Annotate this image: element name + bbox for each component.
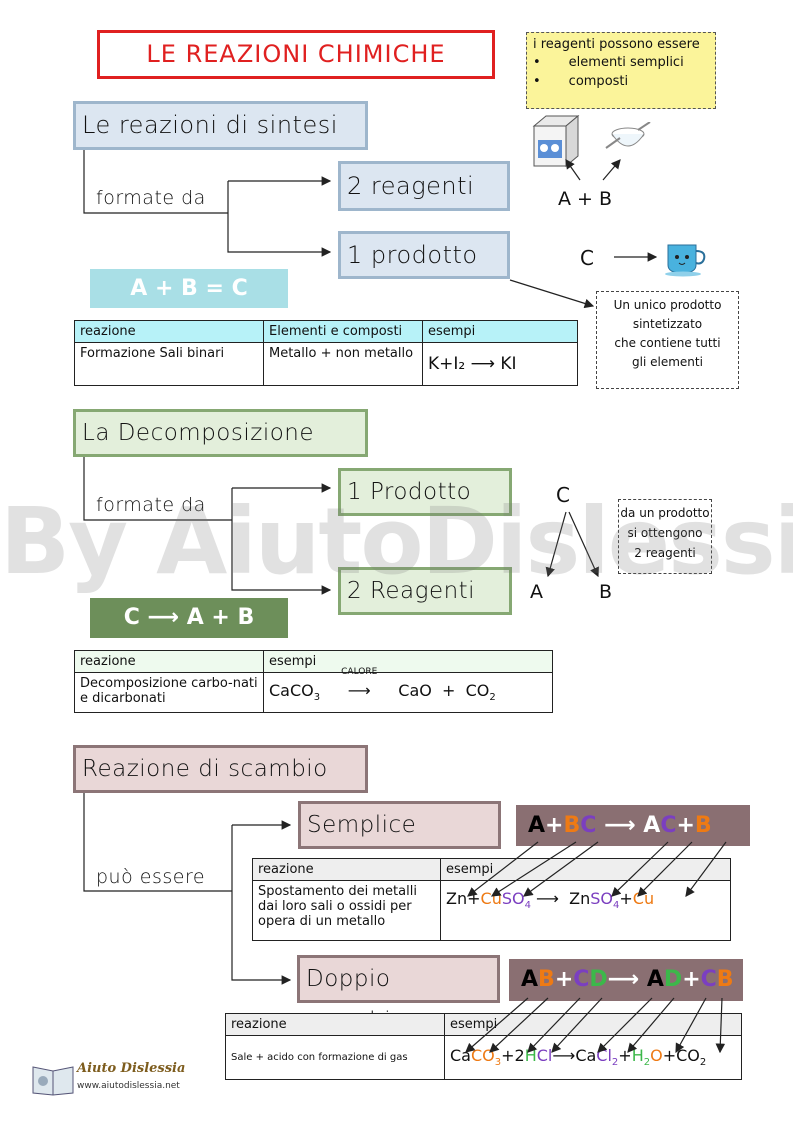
decomposition-formed-by: formate da — [96, 494, 206, 516]
decomposition-reagents: 2 Reagenti — [347, 578, 476, 604]
synthesis-reagents-box: 2 reagenti — [338, 161, 510, 211]
table-cell: Formazione Sali binari — [74, 342, 264, 386]
decomposition-product-box: 1 Prodotto — [338, 468, 512, 516]
simple-exchange-formula: A+BC ⟶ AC+B — [528, 813, 712, 838]
synthesis-formed-by: formate da — [96, 187, 206, 209]
table-cell: Metallo + non metallo — [263, 342, 423, 386]
synthesis-note-line: sintetizzato — [632, 317, 703, 331]
reaction-condition: CALORE — [341, 667, 378, 678]
synthesis-product-box: 1 prodotto — [338, 231, 510, 279]
synthesis-heading-box: Le reazioni di sintesi — [73, 101, 368, 150]
cup-icon — [665, 244, 706, 277]
decomposition-note-line: si ottengono — [627, 526, 703, 540]
decomposition-heading: La Decomposizione — [82, 420, 315, 446]
table-cell: Sale + acido con formazione di gas — [225, 1035, 445, 1080]
book-icon — [32, 1066, 74, 1096]
decomposition-formula: C ⟶ A + B — [123, 605, 255, 630]
exchange-simple-box: Semplice — [298, 801, 501, 849]
sugar-bowl-icon — [605, 122, 651, 149]
table-cell: Zn+CuSO4 ⟶ ZnSO4+Cu — [440, 880, 731, 941]
synthesis-note: Un unico prodotto sintetizzato che conti… — [596, 291, 739, 389]
exchange-heading-box: Reazione di scambio — [73, 745, 368, 793]
table-cell: CaCO3 CALORE⟶ CaO + CO2 — [263, 667, 553, 713]
exchange-can-be: può essere — [96, 866, 206, 888]
table-cell: Decomposizione carbo-nati e dicarbonati — [74, 672, 264, 713]
decomposition-formula-bar: C ⟶ A + B — [90, 598, 288, 638]
reagents-note-item: •composti — [533, 74, 629, 89]
reaction-arrow: CALORE⟶ — [329, 667, 389, 700]
decomposition-note-line: 2 reagenti — [634, 546, 696, 560]
milk-carton-icon — [532, 114, 580, 168]
double-exchange-formula-bar: AB+CD⟶ AD+CB — [509, 959, 743, 1001]
table-cell: K+I₂ ⟶ KI — [422, 342, 578, 386]
exchange-simple: Semplice — [307, 812, 417, 838]
reagents-note-item: •elementi semplici — [533, 55, 684, 70]
table-cell: CaCO3+2HCl⟶CaCl2+H2O+CO2 — [444, 1035, 742, 1080]
synthesis-table: reazione Elementi e composti esempi Form… — [74, 320, 578, 386]
decomposition-note-line: da un prodotto — [620, 506, 710, 520]
logo-url: www.aiutodislessia.net — [77, 1081, 180, 1091]
synthesis-formula: A + B = C — [130, 276, 248, 301]
synthesis-reagents: 2 reagenti — [347, 172, 475, 200]
reagents-note: i reagenti possono essere •elementi semp… — [526, 32, 716, 109]
exchange-heading: Reazione di scambio — [82, 756, 328, 782]
synthesis-product: 1 prodotto — [347, 241, 478, 269]
page-title: LE REAZIONI CHIMICHE — [146, 40, 446, 68]
simple-exchange-table: reazione esempi Spostamento dei metalli … — [252, 858, 731, 941]
decomposition-b-label: B — [599, 581, 613, 603]
logo-name: Aiuto Dislessia — [77, 1061, 186, 1076]
a-plus-b-label: A + B — [558, 188, 613, 210]
table-header: Elementi e composti — [263, 320, 423, 343]
decomposition-product: 1 Prodotto — [347, 479, 472, 505]
synthesis-heading: Le reazioni di sintesi — [82, 111, 338, 139]
decomposition-a-label: A — [530, 581, 543, 603]
decomposition-heading-box: La Decomposizione — [73, 409, 368, 457]
synthesis-formula-bar: A + B = C — [90, 269, 288, 308]
decomposition-note: da un prodotto si ottengono 2 reagenti — [618, 499, 712, 574]
synthesis-note-line: gli elementi — [632, 355, 703, 369]
decomposition-c-label: C — [556, 483, 570, 507]
page-title-box: LE REAZIONI CHIMICHE — [97, 30, 495, 79]
synthesis-c-label: C — [580, 246, 594, 270]
table-header: reazione — [225, 1013, 445, 1036]
reagents-note-heading: i reagenti possono essere — [533, 37, 700, 52]
decomposition-reagents-box: 2 Reagenti — [338, 567, 512, 615]
synthesis-note-line: che contiene tutti — [614, 336, 721, 350]
table-cell: Spostamento dei metalli dai loro sali o … — [252, 880, 441, 941]
double-exchange-formula: AB+CD⟶ AD+CB — [521, 967, 734, 992]
site-logo: Aiuto Dislessia www.aiutodislessia.net — [31, 1059, 191, 1101]
simple-exchange-formula-bar: A+BC ⟶ AC+B — [516, 805, 750, 846]
double-exchange-table: reazione esempi Sale + acido con formazi… — [225, 1013, 742, 1080]
synthesis-note-line: Un unico prodotto — [613, 298, 722, 312]
decomposition-table: reazione esempi Decomposizione carbo-nat… — [74, 650, 553, 713]
